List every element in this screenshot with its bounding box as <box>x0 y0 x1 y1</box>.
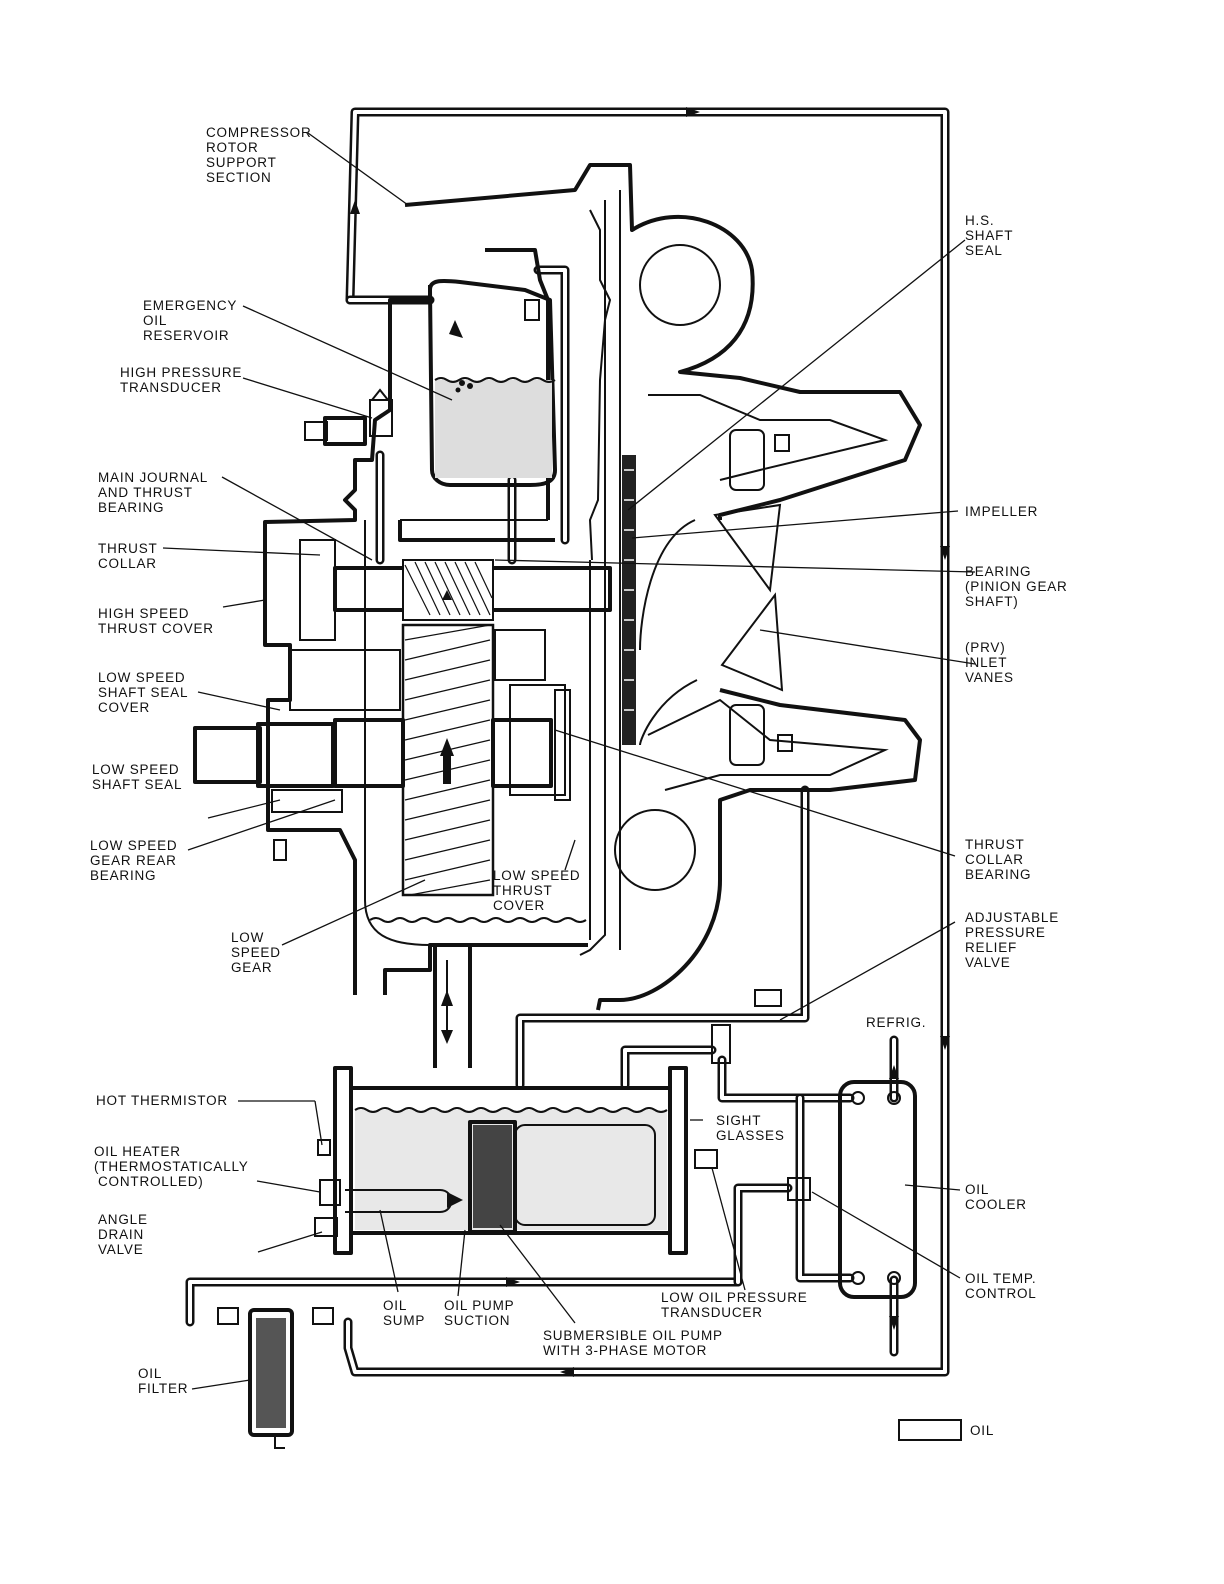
oil-sump-label: OIL SUMP <box>383 1298 425 1328</box>
hs-shaft-seal-label: H.S. SHAFT SEAL <box>965 213 1018 258</box>
oil-filter-label: OIL FILTER <box>138 1366 188 1396</box>
oil-heater-label: OIL HEATER (THERMOSTATICALLY CONTROLLED) <box>94 1144 253 1189</box>
submersible-oil-pump-label: SUBMERSIBLE OIL PUMP WITH 3-PHASE MOTOR <box>543 1328 727 1358</box>
adjustable-prv-label: ADJUSTABLE PRESSURE RELIEF VALVE <box>965 910 1064 970</box>
legend: OIL <box>898 1419 994 1441</box>
emergency-oil-reservoir <box>428 279 557 487</box>
high-pressure-transducer-label: HIGH PRESSURE TRANSDUCER <box>120 365 247 395</box>
oil-piping <box>185 107 950 1377</box>
high-speed-thrust-cover-label: HIGH SPEED THRUST COVER <box>98 606 214 636</box>
angle-drain-valve-label: ANGLE DRAIN VALVE <box>98 1212 152 1257</box>
refrig-label: REFRIG. <box>866 1015 926 1030</box>
high-pressure-transducer <box>304 388 393 446</box>
callout-labels: COMPRESSOR ROTOR SUPPORT SECTION H.S. SH… <box>90 125 1072 1396</box>
drain-path <box>433 945 472 1068</box>
leader-lines <box>162 132 976 1390</box>
oil-filter <box>217 1307 334 1449</box>
sight-glasses-label: SIGHT GLASSES <box>716 1113 785 1143</box>
thrust-collar-bearing-label: THRUST COLLAR BEARING <box>965 837 1031 882</box>
low-oil-pressure-transducer-label: LOW OIL PRESSURE TRANSDUCER <box>661 1290 812 1320</box>
low-speed-gear-label: LOW SPEED GEAR <box>231 930 285 975</box>
legend-oil-label: OIL <box>970 1423 994 1438</box>
prv-inlet-vanes-label: (PRV) INLET VANES <box>965 640 1014 685</box>
oil-cooler <box>838 1080 917 1299</box>
emergency-oil-reservoir-label: EMERGENCY OIL RESERVOIR <box>143 298 242 343</box>
low-speed-thrust-cover-label: LOW SPEED THRUST COVER <box>493 868 585 913</box>
compressor-rotor-support-label: COMPRESSOR ROTOR SUPPORT SECTION <box>206 125 316 185</box>
pressure-relief-valve <box>711 989 811 1201</box>
thrust-collar-label: THRUST COLLAR <box>98 541 162 571</box>
low-speed-shaft-seal-cover-label: LOW SPEED SHAFT SEAL COVER <box>98 670 192 715</box>
oil-temp-control-label: OIL TEMP. CONTROL <box>965 1271 1041 1301</box>
main-journal-thrust-bearing-label: MAIN JOURNAL AND THRUST BEARING <box>98 470 212 515</box>
gear-assembly <box>193 539 612 897</box>
oil-sump-tank <box>314 1066 718 1255</box>
bearing-pinion-label: BEARING (PINION GEAR SHAFT) <box>965 564 1072 609</box>
low-speed-gear-rear-bearing-label: LOW SPEED GEAR REAR BEARING <box>90 838 182 883</box>
oil-cooler-label: OIL COOLER <box>965 1182 1027 1212</box>
oil-pump-suction-label: OIL PUMP SUCTION <box>444 1298 519 1328</box>
legend-oil-swatch <box>898 1419 962 1441</box>
low-speed-shaft-seal-label: LOW SPEED SHAFT SEAL <box>92 762 184 792</box>
impeller-label: IMPELLER <box>965 504 1038 519</box>
hot-thermistor-label: HOT THERMISTOR <box>96 1093 228 1108</box>
